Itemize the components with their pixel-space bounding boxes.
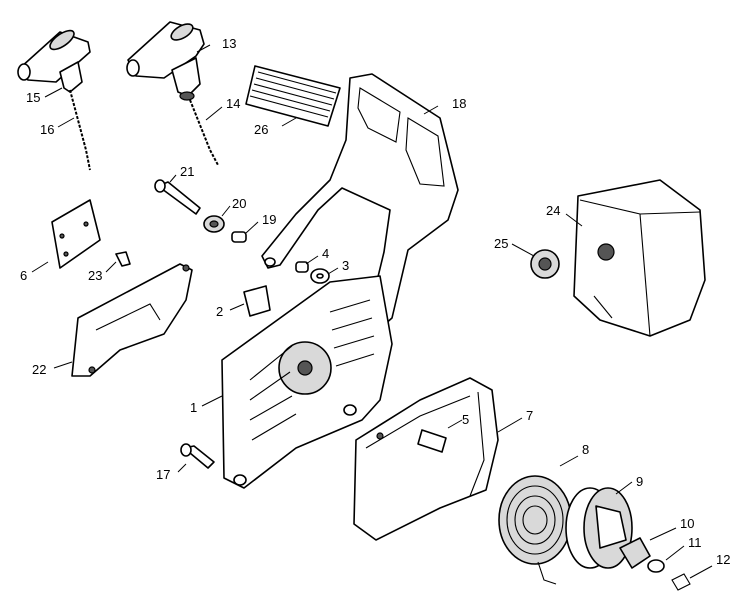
stud [295,261,309,273]
plug [243,285,271,317]
small-washer [647,559,665,573]
rope-guide-cover [353,377,499,541]
foam-strip [245,65,341,127]
rewind-spring [498,475,572,585]
long-screw [154,179,201,215]
leader-lines [31,44,713,579]
washer [310,268,330,284]
callout-22: 22 [32,362,46,377]
callout-14: 14 [226,96,240,111]
disc-plate [51,199,101,269]
shroud-cover [573,179,706,337]
starter-grip-large [126,21,219,166]
callout-1: 1 [190,400,197,415]
small-screw [115,251,131,267]
starter-grip-small [17,29,91,171]
callout-13: 13 [222,36,236,51]
fan-housing [221,275,393,489]
knurled-nut [530,249,560,279]
callout-9: 9 [636,474,643,489]
callout-20: 20 [232,196,246,211]
housing-screw [180,443,215,469]
callout-12: 12 [716,552,730,567]
rope-rotor [565,487,633,569]
callout-8: 8 [582,442,589,457]
callout-25: 25 [494,236,508,251]
callout-21: 21 [180,164,194,179]
callout-15: 15 [26,90,40,105]
callout-16: 16 [40,122,54,137]
spring-clip [671,573,691,591]
callout-2: 2 [216,304,223,319]
callout-5: 5 [462,412,469,427]
callout-24: 24 [546,203,560,218]
pawl [619,537,651,569]
callout-17: 17 [156,467,170,482]
callout-23: 23 [88,268,102,283]
callout-7: 7 [526,408,533,423]
callout-19: 19 [262,212,276,227]
rubber-bushing [203,215,225,233]
callout-4: 4 [322,246,329,261]
deflector-plate [71,263,193,377]
callout-labels: 13 14 15 16 18 26 21 20 19 4 3 6 23 24 2… [20,36,730,567]
callout-10: 10 [680,516,694,531]
pivot-pin [417,429,447,453]
callout-3: 3 [342,258,349,273]
sleeve [231,231,247,243]
callout-11: 11 [688,535,702,550]
callout-6: 6 [20,268,27,283]
callout-26: 26 [254,122,268,137]
callout-18: 18 [452,96,466,111]
